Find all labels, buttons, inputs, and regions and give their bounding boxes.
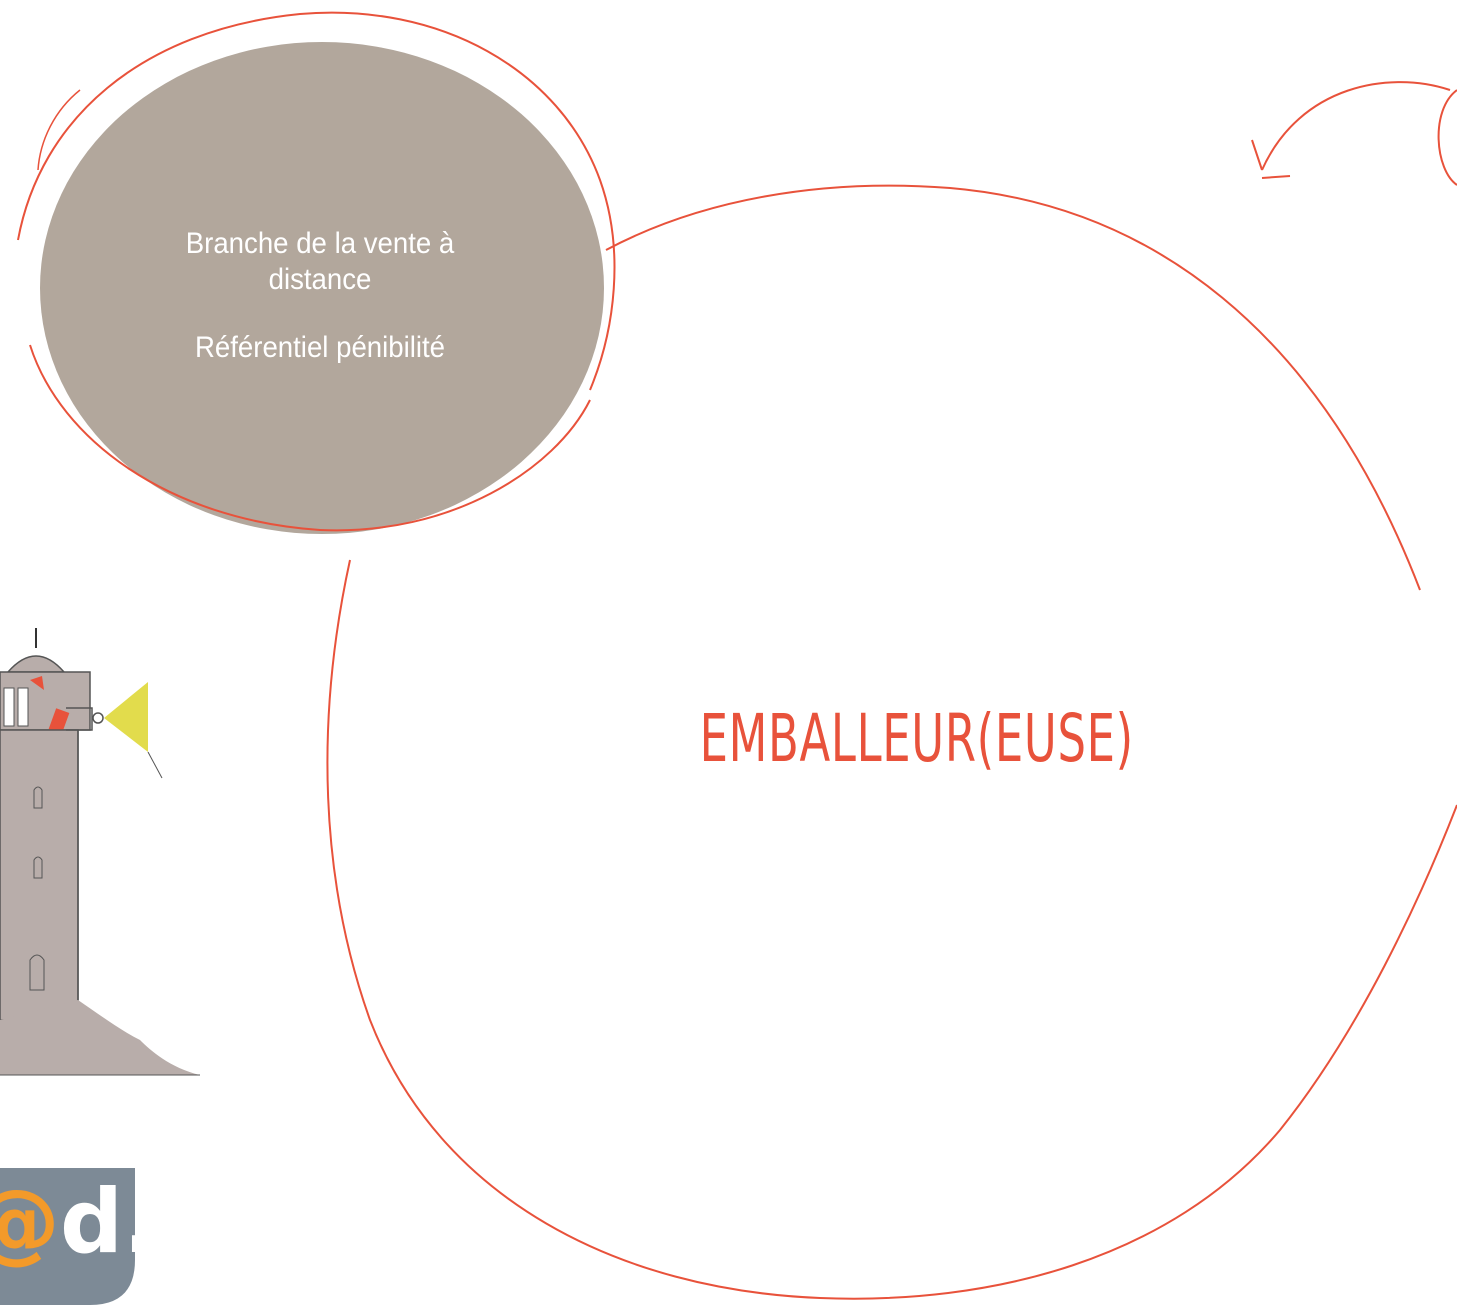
bubble-spacer (127, 298, 513, 330)
logo-badge (0, 1168, 135, 1305)
main-circle (326, 184, 1457, 1300)
logo-text: @d. (0, 1178, 156, 1266)
bubble-line-2: distance (268, 263, 372, 296)
logo-at: @ (0, 1170, 60, 1273)
bubble-label: Branche de la vente à distance Référenti… (127, 226, 513, 366)
logo-rest: d. (60, 1170, 157, 1273)
bubble-line-1: Branche de la vente à (185, 227, 455, 260)
lighthouse-icon (0, 628, 200, 1076)
topic-bubble (17, 11, 616, 534)
curved-arrow-icon (1251, 81, 1457, 186)
logo-mark: @d. (0, 1170, 156, 1273)
bubble-line-3: Référentiel pénibilité (194, 331, 446, 364)
main-circle-title: EMBALLEUR(EUSE) (699, 700, 1134, 777)
